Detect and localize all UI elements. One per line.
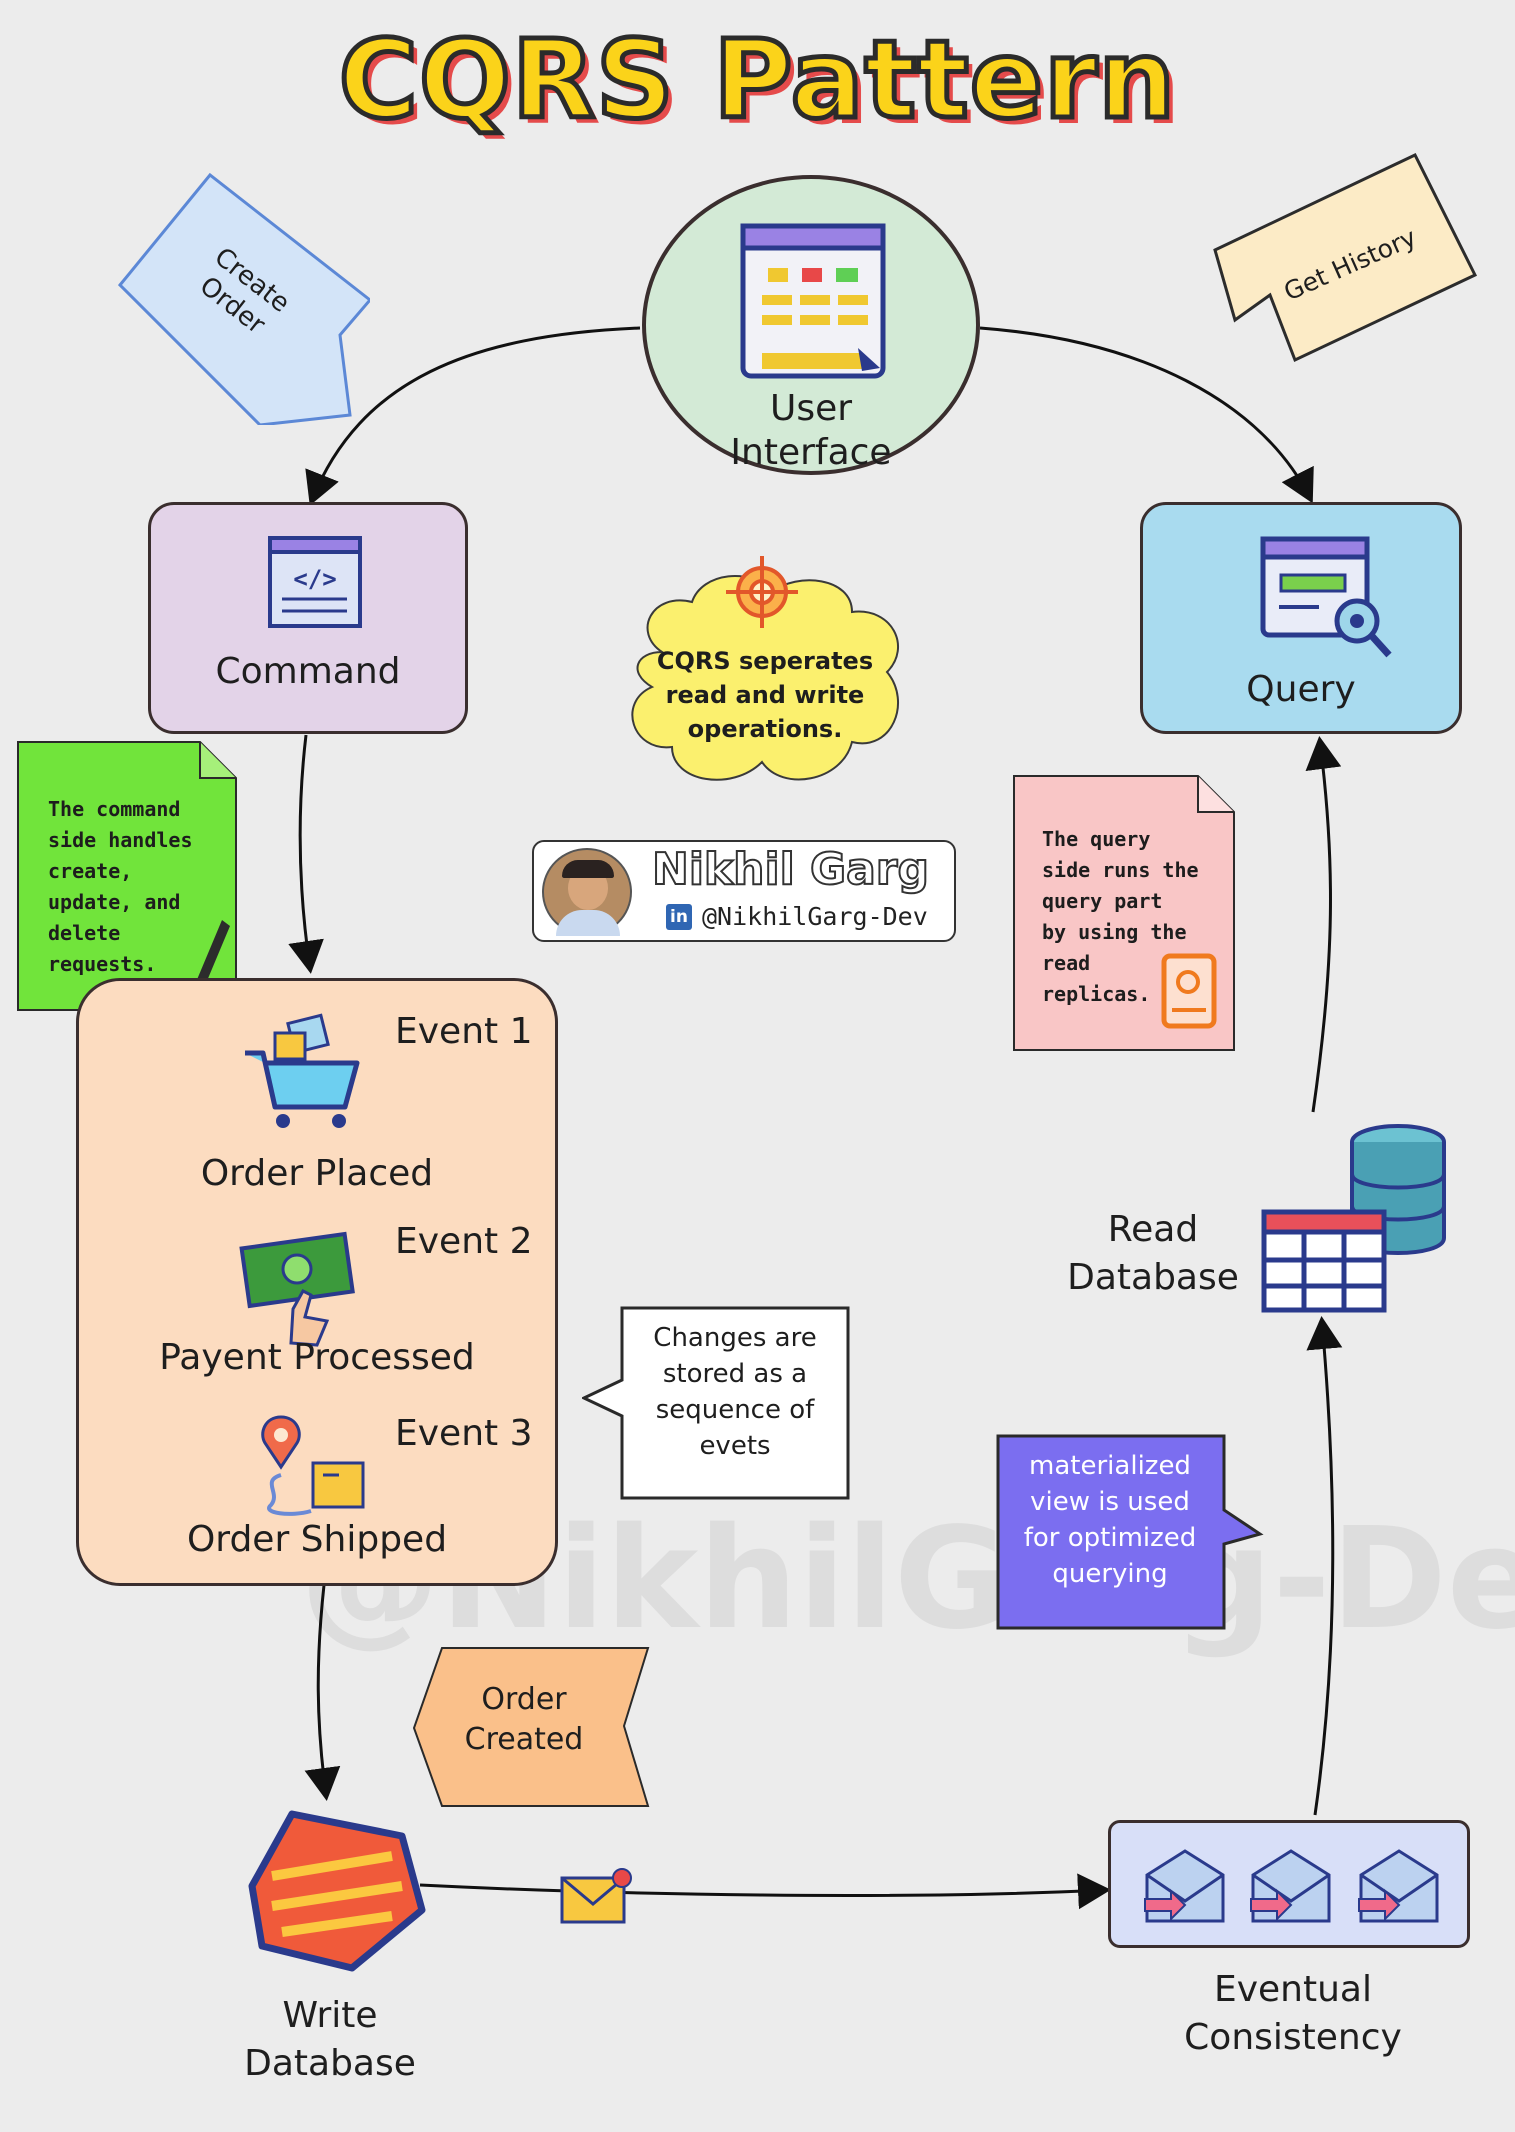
author-name: Nikhil Garg — [651, 843, 930, 896]
event-3-name: Order Shipped — [186, 1519, 448, 1560]
write-database-node: Write Database — [220, 1806, 440, 2096]
eventual-consistency-node — [1108, 1820, 1470, 1948]
eventual-consistency-label: Eventual Consistency — [1184, 1969, 1402, 2058]
user-interface-node: User Interface — [642, 175, 980, 475]
money-icon — [239, 1231, 355, 1347]
envelope-icon — [560, 1868, 632, 1924]
create-order-flag: Create Order — [110, 165, 370, 425]
arrow-command-to-events — [288, 734, 324, 974]
author-badge: Nikhil Garg in @NikhilGarg-Dev — [532, 840, 956, 942]
mail-forward-icon — [1144, 1849, 1225, 1923]
arrow-events-to-write-db — [304, 1584, 341, 1801]
target-icon — [726, 556, 798, 628]
avatar — [542, 848, 632, 936]
mail-forward-icon — [1250, 1849, 1331, 1923]
command-node: </> Command — [148, 502, 468, 734]
svg-text:</>: </> — [293, 565, 336, 593]
command-side-note: The command side handles create, update,… — [16, 740, 238, 1012]
layers-icon — [248, 1810, 426, 1972]
mail-forward-icon — [1358, 1849, 1439, 1923]
table-icon — [1261, 1209, 1387, 1313]
order-created-flag: Order Created — [412, 1646, 652, 1808]
event-1-name: Order Placed — [200, 1153, 434, 1194]
event-store-node: Event 1 Order Placed Event 2 Payent Proc… — [76, 978, 558, 1586]
monitor-icon — [740, 223, 886, 379]
cart-icon — [245, 1013, 360, 1128]
event-2-name: Payent Processed — [159, 1337, 475, 1378]
query-side-note: The query side runs the query part by us… — [1012, 774, 1236, 1052]
book-icon — [1161, 953, 1217, 1029]
search-window-icon — [1260, 536, 1392, 658]
arrow-write-to-consistency — [419, 1873, 1111, 1910]
arrow-consistency-to-read-db — [1306, 1316, 1343, 1816]
author-handle: @NikhilGarg-Dev — [702, 902, 928, 931]
event-3-tag: Event 3 — [395, 1413, 533, 1454]
code-icon: </> — [268, 536, 362, 628]
event-1-tag: Event 1 — [395, 1011, 533, 1052]
linkedin-icon: in — [666, 904, 692, 930]
cqrs-cloud-callout: CQRS seperates read and write operations… — [612, 552, 918, 798]
event-2-tag: Event 2 — [395, 1221, 533, 1262]
get-history-flag: Get History — [1210, 150, 1480, 380]
query-node: Query — [1140, 502, 1462, 734]
read-database-node: Read Database — [1060, 1122, 1460, 1322]
materialized-view-callout: materialized view is used for optimized … — [996, 1434, 1264, 1630]
pencil-icon — [196, 920, 230, 988]
shipping-icon — [261, 1415, 365, 1516]
arrow-read-db-to-query — [1305, 736, 1342, 1113]
arrow-ui-to-command — [305, 326, 641, 506]
page-title: CQRS Pattern — [336, 16, 1177, 146]
event-store-callout: Changes are stored as a sequence of evet… — [582, 1306, 852, 1500]
arrow-ui-to-query — [979, 326, 1314, 504]
